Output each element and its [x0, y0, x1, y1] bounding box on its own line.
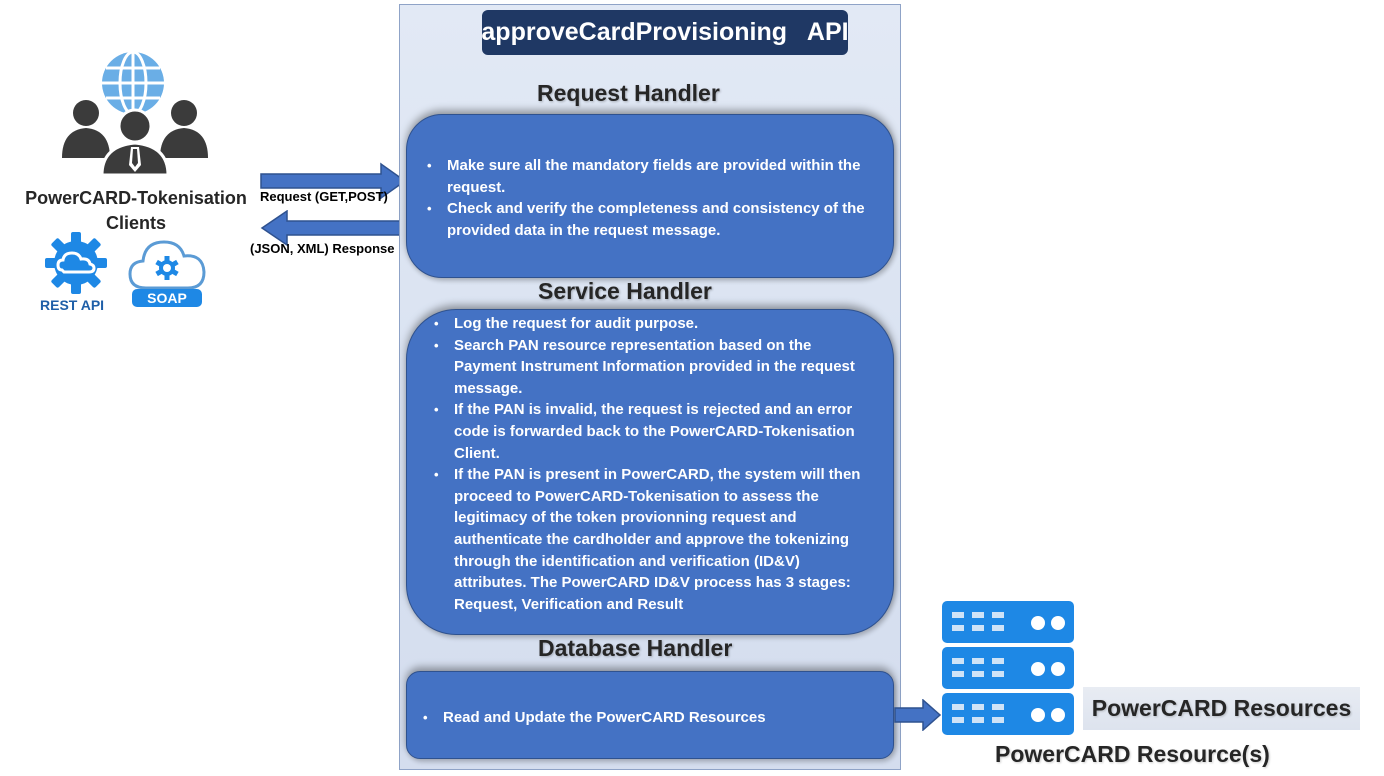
clients-users-icon: [62, 50, 208, 177]
database-bullet: Read and Update the PowerCARD Resources: [419, 707, 873, 729]
clients-label-line2: Clients: [105, 213, 166, 233]
arrow-left-icon: [260, 210, 406, 247]
cloud-gear-icon: [128, 240, 206, 307]
request-bullet: Make sure all the mandatory fields are p…: [423, 155, 865, 198]
users-icon: [62, 100, 208, 177]
clients-label-line1: PowerCARD-Tokenisation: [25, 188, 247, 208]
arrow-right-icon: [894, 699, 942, 731]
service-handler-title: Service Handler: [538, 278, 712, 304]
database-handler-title: Database Handler: [538, 635, 733, 661]
server-rack-icon: [942, 601, 1074, 735]
arrow-right-icon: [260, 162, 407, 200]
service-bullet: If the PAN is invalid, the request is re…: [430, 399, 873, 464]
clients-label: PowerCARD-Tokenisation Clients: [20, 186, 252, 236]
request-arrow-label: Request (GET,POST): [260, 189, 388, 204]
request-handler-box: Make sure all the mandatory fields are p…: [406, 114, 894, 278]
resources-chip: PowerCARD Resources: [1083, 687, 1360, 730]
globe-icon: [102, 50, 164, 116]
request-handler-title: Request Handler: [537, 80, 720, 106]
resources-caption: PowerCARD Resource(s): [995, 741, 1270, 767]
service-bullet: If the PAN is present in PowerCARD, the …: [430, 464, 873, 615]
service-bullet: Search PAN resource representation based…: [430, 335, 873, 400]
service-handler-box: Log the request for audit purpose. Searc…: [406, 309, 894, 635]
service-bullet: Log the request for audit purpose.: [430, 313, 873, 335]
soap-label: SOAP: [147, 290, 187, 306]
response-arrow-label: (JSON, XML) Response: [250, 241, 395, 256]
gear-cloud-icon: [45, 232, 107, 294]
api-title: approveCardProvisioning API: [481, 10, 849, 55]
rest-api-label: REST API: [40, 297, 105, 313]
database-handler-box: Read and Update the PowerCARD Resources: [406, 671, 894, 759]
request-bullet: Check and verify the completeness and co…: [423, 198, 865, 241]
